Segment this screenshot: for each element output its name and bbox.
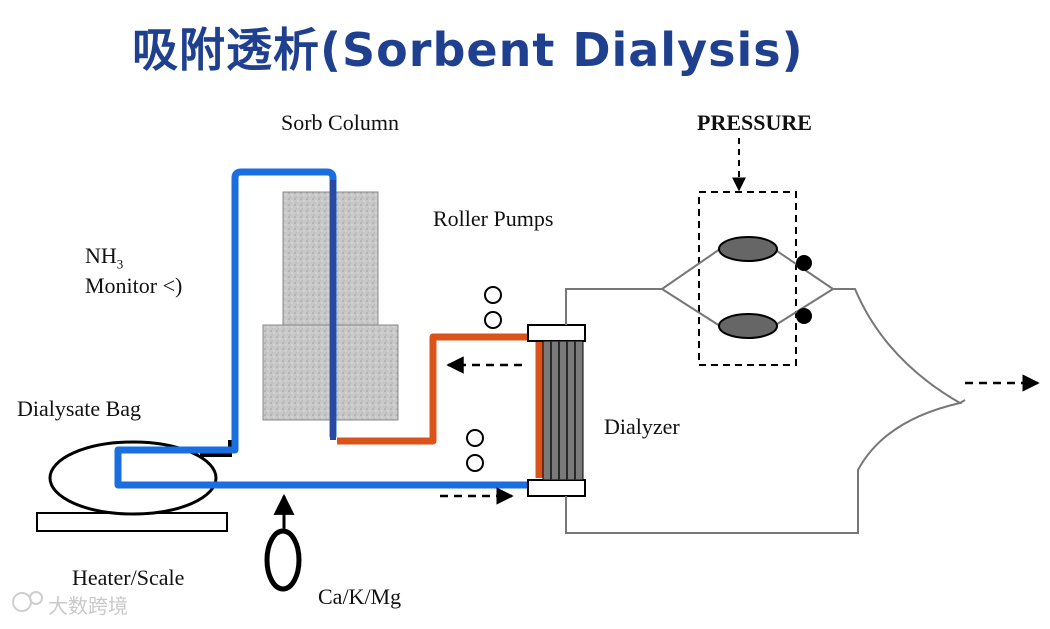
watermark-logo-icon bbox=[12, 591, 43, 612]
pressure-valve-upper bbox=[796, 255, 812, 271]
watermark: 大数跨境 bbox=[48, 594, 128, 618]
pressure-valve-lower bbox=[796, 308, 812, 324]
label-heater-scale: Heater/Scale bbox=[72, 565, 185, 590]
pressure-sensor-upper bbox=[718, 236, 778, 262]
blood-outlet-line bbox=[959, 399, 966, 404]
pressure-box bbox=[698, 191, 797, 366]
dialyzer bbox=[527, 324, 586, 497]
heater-scale-platform bbox=[36, 512, 228, 532]
roller-pump-upper bbox=[484, 286, 502, 329]
nh3-subscript: 3 bbox=[116, 256, 124, 272]
blood-line-bottom bbox=[565, 288, 963, 534]
blood-line-top bbox=[565, 288, 662, 325]
label-sorb-column: Sorb Column bbox=[281, 110, 399, 135]
dialysate-bag bbox=[48, 440, 218, 516]
label-roller-pumps: Roller Pumps bbox=[433, 206, 554, 231]
infusion-bag bbox=[264, 528, 302, 592]
roller-pump-lower bbox=[466, 429, 484, 472]
label-pressure: PRESSURE bbox=[697, 110, 812, 135]
pressure-sensor-lower bbox=[718, 313, 778, 339]
label-dialyzer: Dialyzer bbox=[604, 414, 680, 439]
blue-dialysate-line bbox=[114, 168, 530, 489]
nh3-text: NH bbox=[85, 243, 117, 268]
pressure-branch-left bbox=[661, 248, 721, 327]
bag-connector bbox=[200, 440, 232, 457]
label-monitor: Monitor <) bbox=[85, 273, 183, 298]
label-ca-k-mg: Ca/K/Mg bbox=[318, 584, 402, 609]
label-nh3: NH3 bbox=[85, 243, 123, 272]
page-title: 吸附透析(Sorbent Dialysis) bbox=[132, 23, 804, 77]
orange-dialysate-line bbox=[337, 333, 543, 478]
label-dialysate-bag: Dialysate Bag bbox=[17, 396, 142, 421]
